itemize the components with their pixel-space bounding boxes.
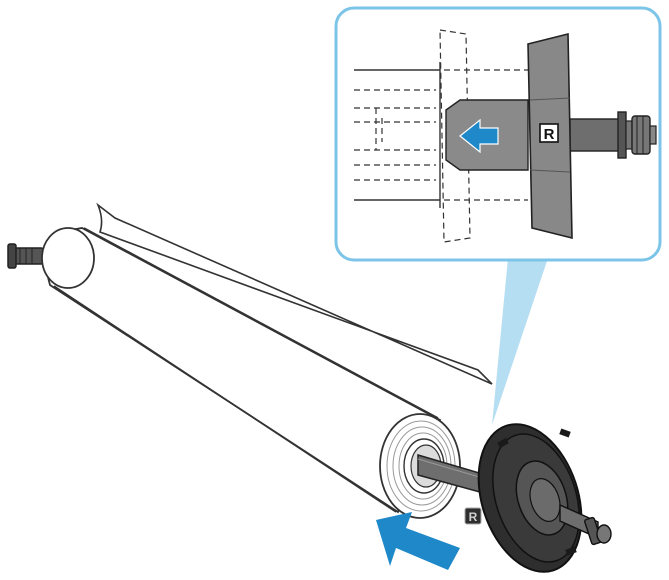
holder-r-label: R <box>469 510 478 524</box>
paper-roll <box>7 202 521 519</box>
inset-r-label: R <box>544 126 555 143</box>
left-arrow-icon <box>459 118 499 154</box>
inset-flange: R <box>527 32 573 240</box>
callout-connector <box>492 258 548 425</box>
paper-flap <box>96 202 493 385</box>
roll-left-cap <box>41 227 95 289</box>
detail-inset: R <box>334 6 662 262</box>
right-arrow-icon <box>376 512 460 570</box>
left-spindle-end <box>7 243 45 269</box>
dashed-guides <box>354 29 528 243</box>
roll-holder: R <box>464 423 612 573</box>
